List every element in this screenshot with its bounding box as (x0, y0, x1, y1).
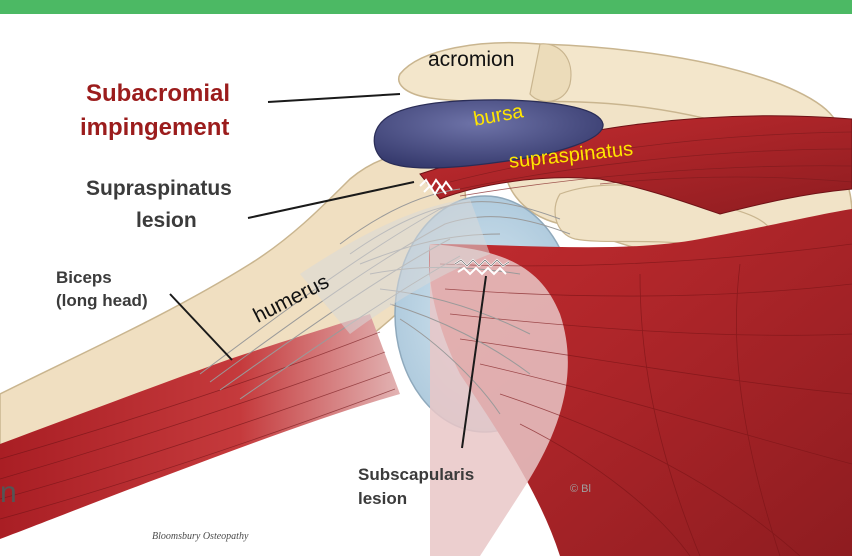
header-bar (0, 0, 852, 14)
supraspinatus-lesion-label-line1: Supraspinatus (86, 178, 232, 199)
subscapularis-lesion-label-line2: lesion (358, 490, 407, 507)
supraspinatus-lesion-label-line2: lesion (136, 210, 197, 231)
subacromial-label-line1: Subacromial (86, 82, 230, 106)
edge-text-fragment: n (0, 476, 17, 510)
acromion-label: acromion (428, 49, 514, 70)
biceps-label-line1: Biceps (56, 269, 112, 286)
subacromial-label-line2: impingement (80, 116, 229, 140)
copyright-mark: © Bl (570, 483, 591, 495)
biceps-label-line2: (long head) (56, 292, 148, 309)
credit-text: Bloomsbury Osteopathy (152, 531, 248, 542)
anatomy-illustration: acromion Subacromial impingement bursa s… (0, 14, 852, 556)
subscapularis-lesion-label-line1: Subscapularis (358, 466, 474, 483)
